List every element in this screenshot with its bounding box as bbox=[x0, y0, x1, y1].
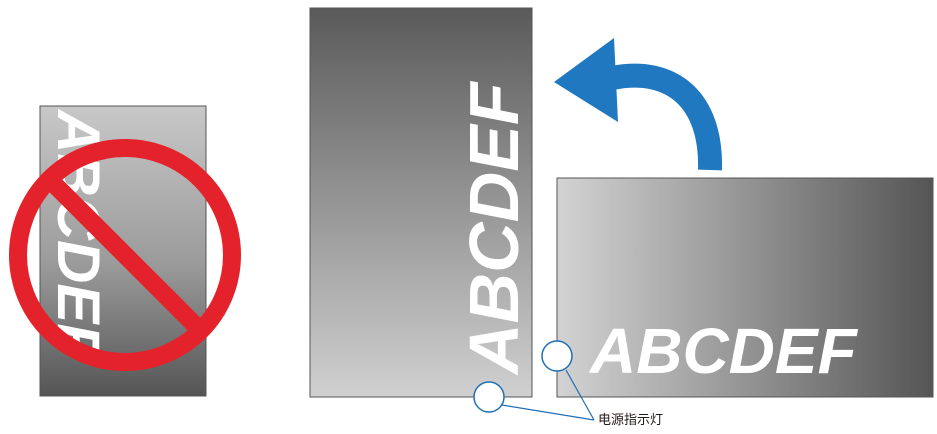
panel-text-landscape: ABCDEF bbox=[588, 315, 859, 387]
power-indicator-callout: 电源指示灯 bbox=[501, 369, 663, 428]
power-indicator-portrait bbox=[473, 381, 505, 413]
monitor-screen-portrait bbox=[309, 7, 533, 398]
monitor-screen-landscape bbox=[556, 177, 934, 398]
power-indicator-landscape bbox=[541, 340, 573, 372]
landscape-orientation-monitor: ABCDEF bbox=[541, 177, 934, 398]
rotate-counterclockwise-arrow-icon bbox=[554, 38, 723, 171]
incorrect-orientation-monitor: ABCDEF bbox=[9, 105, 241, 397]
portrait-orientation-monitor: ABCDEF bbox=[309, 7, 533, 413]
power-indicator-label: 电源指示灯 bbox=[598, 413, 663, 428]
panel-text-portrait: ABCDEF bbox=[455, 80, 533, 376]
prohibited-icon bbox=[9, 139, 241, 371]
